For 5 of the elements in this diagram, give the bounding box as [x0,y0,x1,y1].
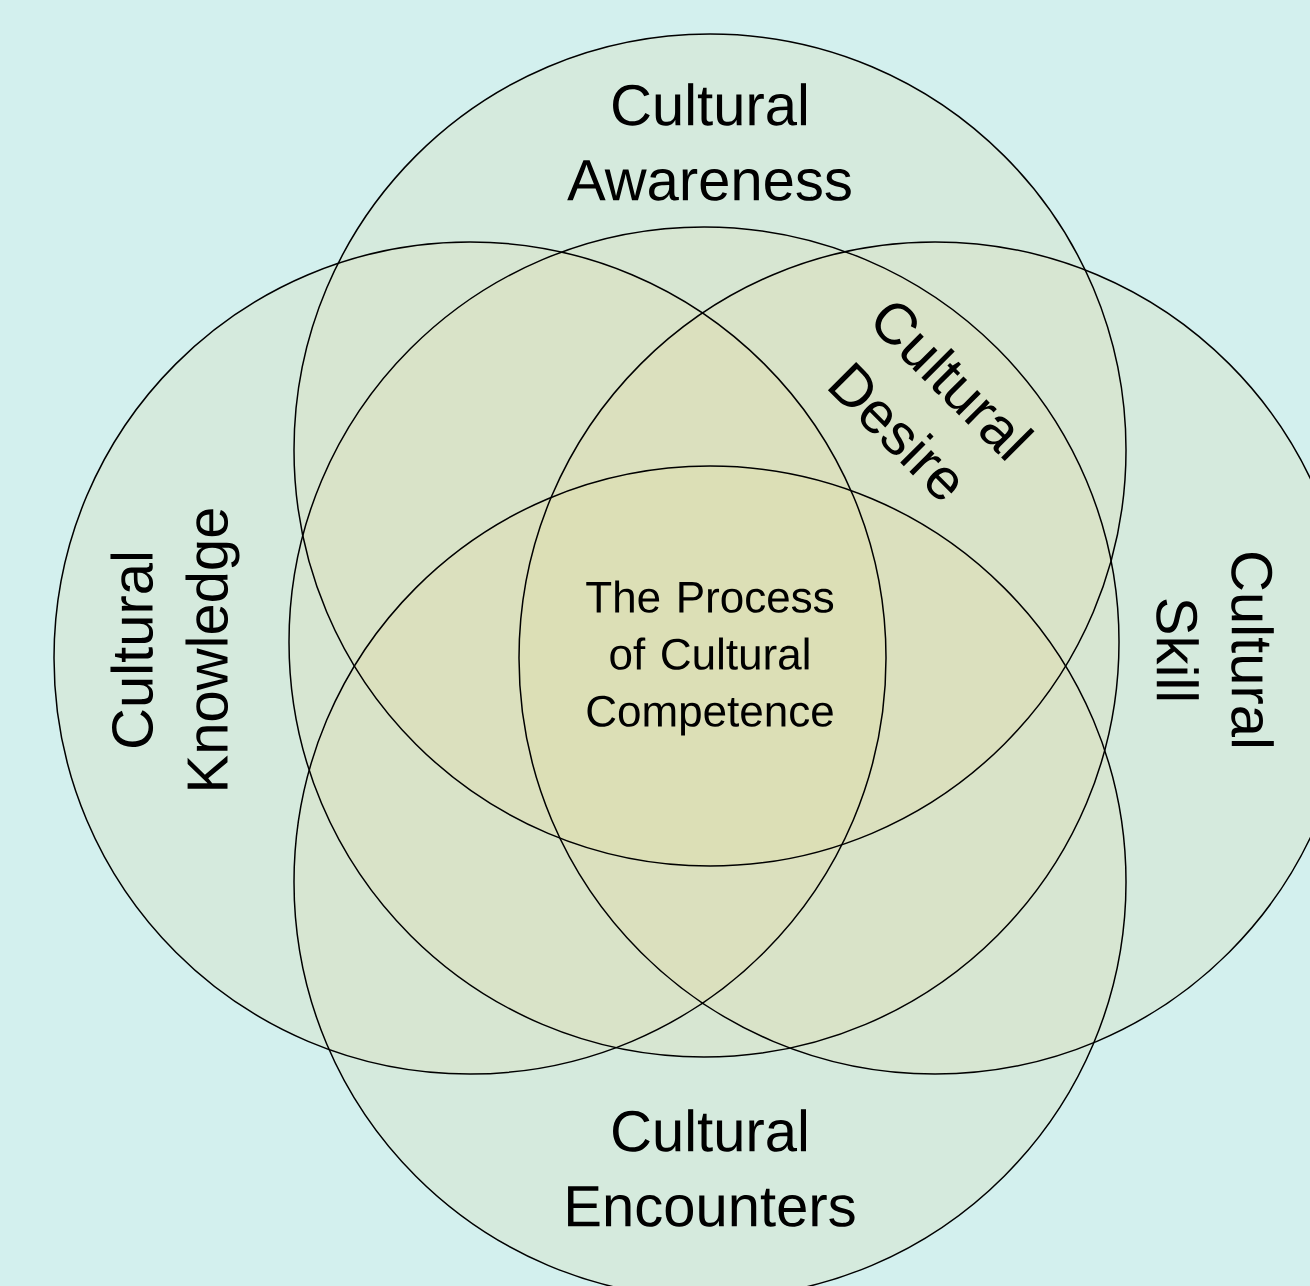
circle-label: Cultural Encounters [568,1109,855,1227]
circle-label: Cultural Knowledge [110,509,240,789]
center-label: The Process of Cultural Competence [586,580,834,736]
circle-label: Cultural Skill [1156,553,1274,746]
circle-label: Cultural Awareness [567,83,851,201]
